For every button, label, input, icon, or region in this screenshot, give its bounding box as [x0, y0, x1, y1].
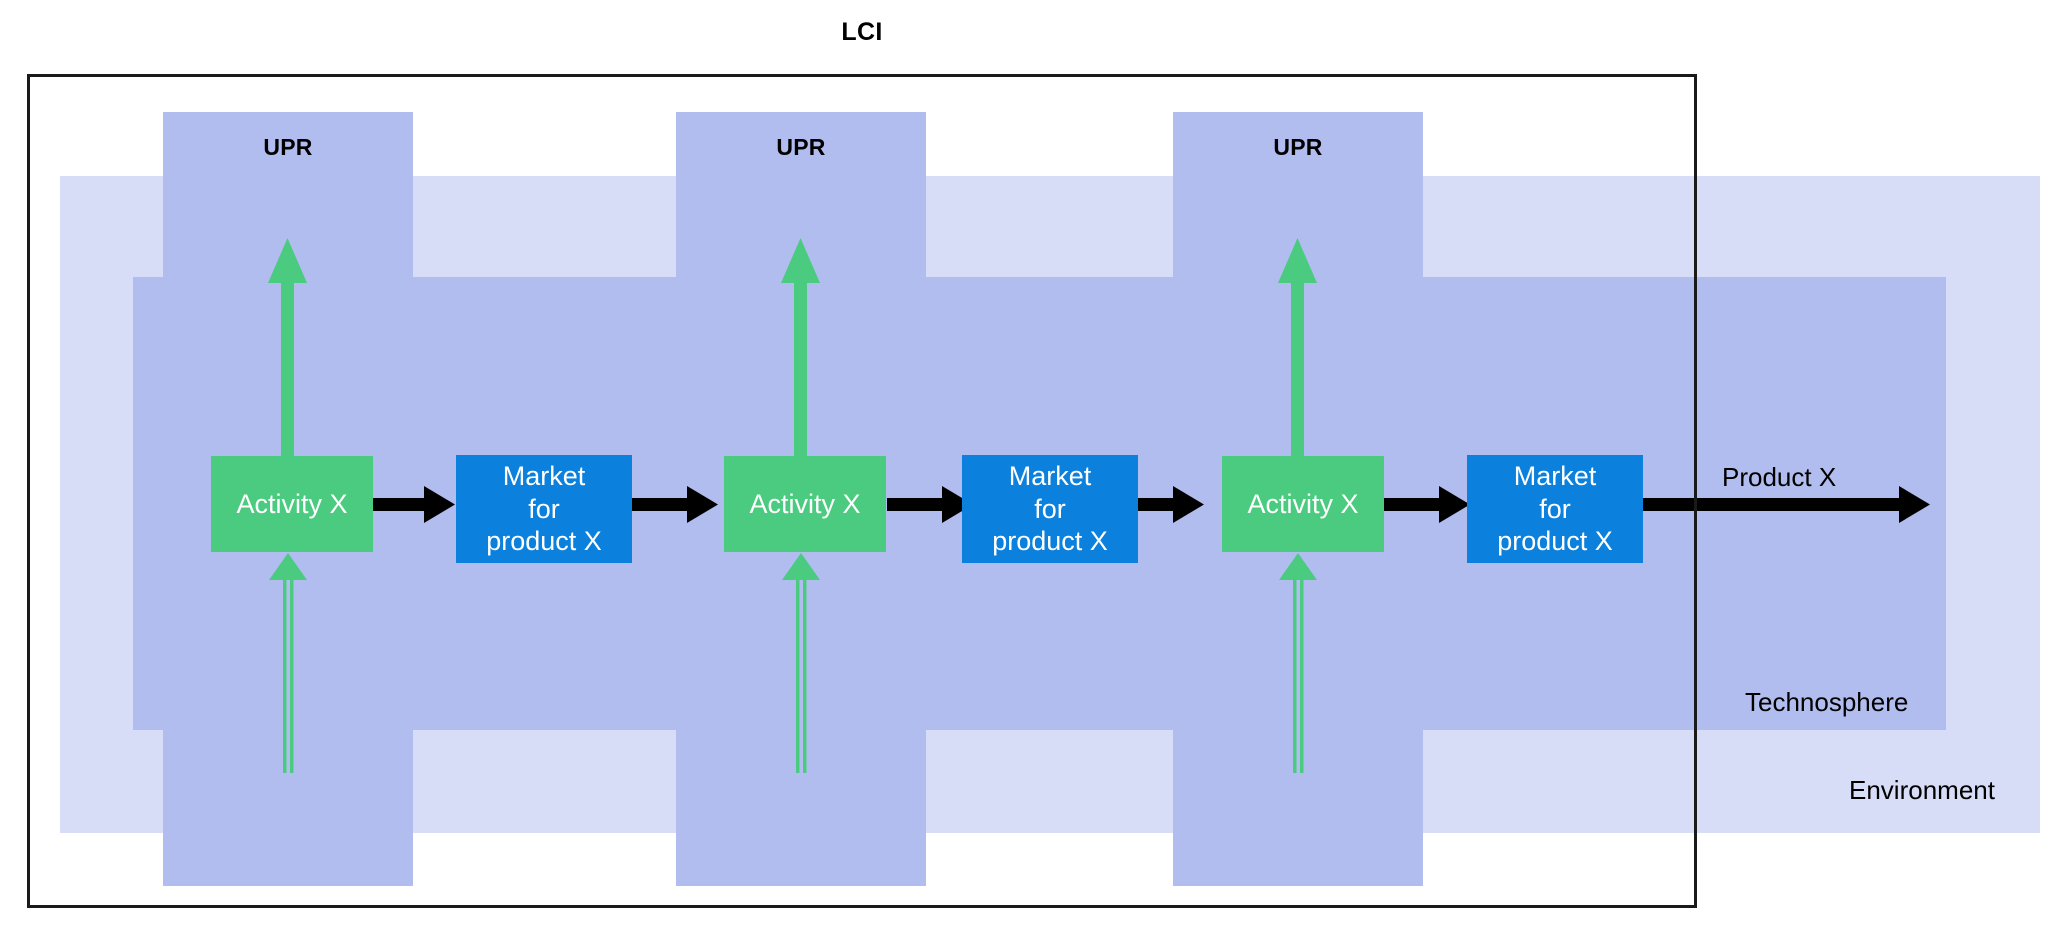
market-box-1-label-line1: Market [502, 460, 586, 491]
market-box-3-label-line1: Market [1513, 460, 1597, 491]
market-box-3-label-line2: for [1539, 493, 1571, 524]
activity-box-3[interactable]: Activity X [1222, 456, 1384, 552]
market-box-3[interactable]: Market for product X [1467, 455, 1643, 563]
activity-box-3-label: Activity X [1247, 488, 1359, 519]
market-box-2[interactable]: Market for product X [962, 455, 1138, 563]
market-box-3-label-line3: product X [1497, 526, 1613, 557]
technosphere-label: Technosphere [1745, 687, 1909, 717]
market-box-1-label-line2: for [528, 493, 560, 524]
activity-box-1[interactable]: Activity X [211, 456, 373, 552]
market-box-2-label-line2: for [1034, 493, 1066, 524]
market-box-1[interactable]: Market for product X [456, 455, 632, 563]
activity-box-1-label: Activity X [236, 488, 348, 519]
product-x-flow-label: Product X [1722, 462, 1837, 492]
activity-box-2-label: Activity X [749, 488, 861, 519]
upr-label-1: UPR [263, 134, 313, 160]
activity-box-2[interactable]: Activity X [724, 456, 886, 552]
market-box-2-label-line3: product X [992, 526, 1108, 557]
lci-title: LCI [841, 18, 883, 46]
market-box-2-label-line1: Market [1008, 460, 1092, 491]
upr-label-3: UPR [1273, 134, 1323, 160]
market-box-1-label-line3: product X [486, 526, 602, 557]
upr-label-2: UPR [776, 134, 826, 160]
environment-label: Environment [1849, 775, 1995, 805]
